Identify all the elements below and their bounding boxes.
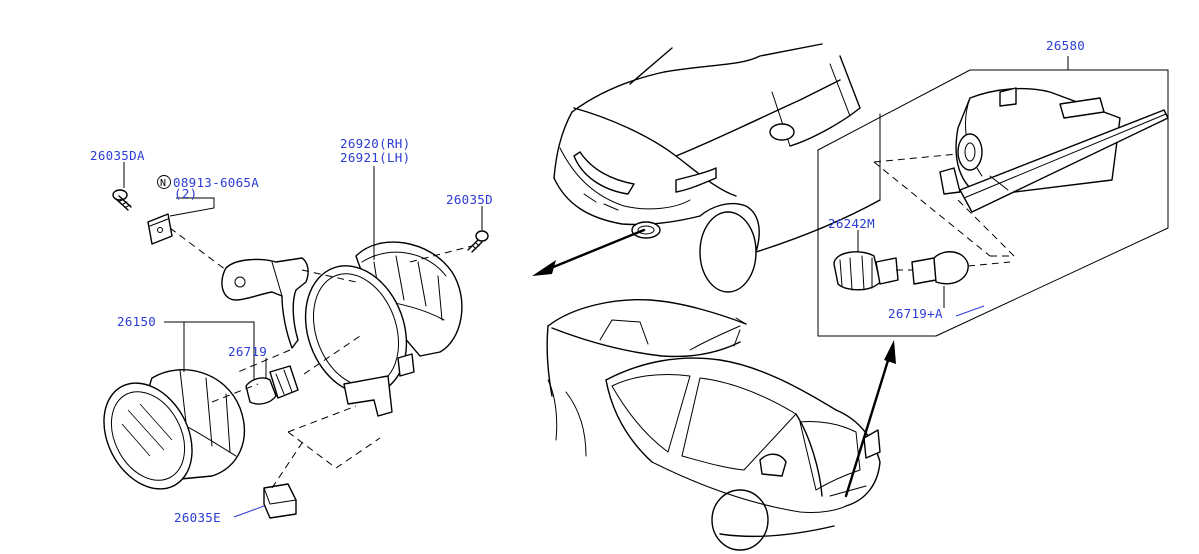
screw-26035DA[interactable]	[112, 189, 132, 211]
leader-lines-left	[123, 162, 483, 518]
stop-lamp-housing[interactable]	[939, 87, 1169, 213]
socket-26242M[interactable]	[833, 251, 899, 291]
bulb-26719[interactable]	[245, 365, 299, 405]
label-26035DA[interactable]: 26035DA	[90, 148, 145, 163]
fog-lamp-bracket[interactable]	[221, 257, 309, 349]
n-circle-icon	[157, 175, 171, 189]
clip-26035E[interactable]	[263, 483, 297, 519]
label-26921[interactable]: 26921(LH)	[340, 150, 410, 165]
n-symbol: N	[160, 178, 166, 189]
assembly-lines	[169, 227, 473, 489]
clip-nut-08913[interactable]	[147, 213, 173, 245]
detail-assembly-lines	[857, 153, 1016, 317]
label-26242M[interactable]: 26242M	[828, 216, 875, 231]
fog-lamp-26150[interactable]	[86, 368, 245, 504]
detail-frame	[817, 56, 1169, 337]
label-26035D[interactable]: 26035D	[446, 192, 493, 207]
part-labels: 26035DA N 08913-6065A (2) 26920(RH) 2692…	[90, 38, 1085, 525]
label-08913-6065A[interactable]: 08913-6065A	[173, 175, 259, 190]
label-26719A[interactable]: 26719+A	[888, 306, 943, 321]
label-26920[interactable]: 26920(RH)	[340, 136, 410, 151]
screw-26035D[interactable]	[467, 230, 489, 253]
label-08913-qty: (2)	[174, 186, 197, 201]
rear-car-illustration	[546, 299, 881, 551]
location-arrows	[532, 228, 896, 498]
fog-lamp-housing[interactable]	[288, 241, 463, 417]
bulb-26719A[interactable]	[911, 251, 969, 285]
label-26035E[interactable]: 26035E	[174, 510, 221, 525]
label-26719[interactable]: 26719	[228, 344, 267, 359]
front-car-illustration	[553, 43, 881, 293]
label-26580[interactable]: 26580	[1046, 38, 1085, 53]
label-26150[interactable]: 26150	[117, 314, 156, 329]
